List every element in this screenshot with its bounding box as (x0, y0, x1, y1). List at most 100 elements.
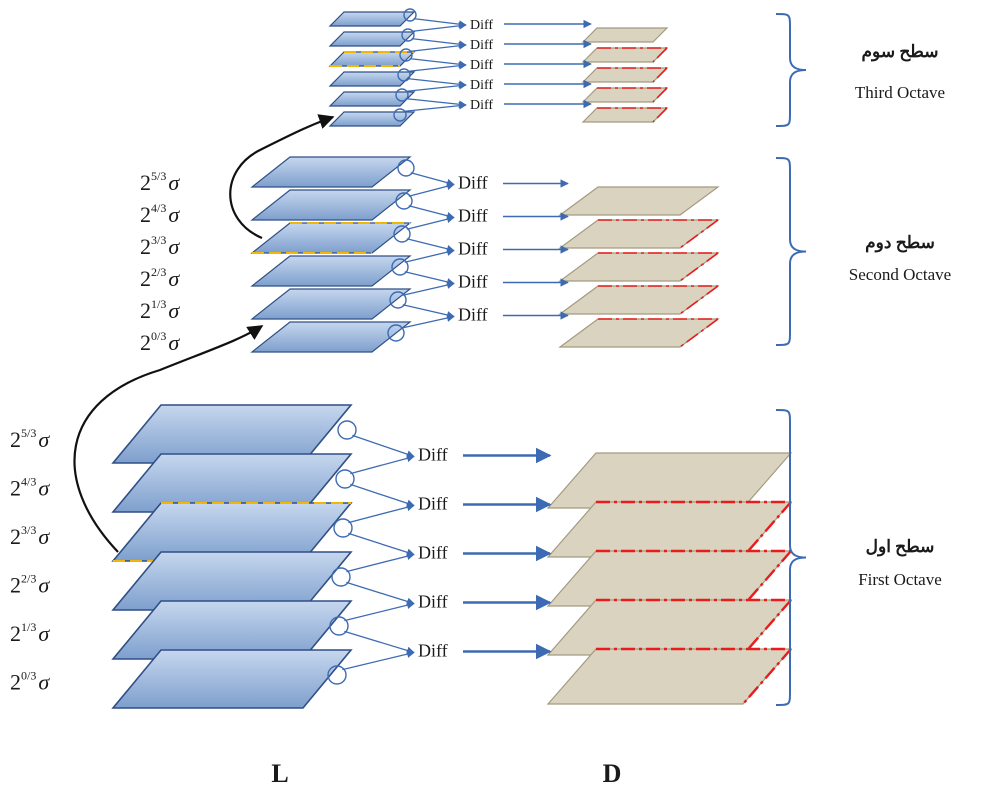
octave-3-dog-red-edge-side-1 (652, 47, 668, 63)
octave-3-dog-red-edge-side-3 (652, 87, 668, 103)
octave-2-dog-layer-0 (558, 186, 720, 216)
octave-3-dog-layer-0 (581, 27, 669, 43)
octave-2-level-4-node (389, 291, 407, 309)
octave-1-dog-layer-2 (546, 550, 793, 607)
octave-1-persian-label: سطح اول (866, 537, 935, 557)
octave-2-level-0-node (397, 159, 415, 177)
octave-2-diff-label-3: Diff (458, 272, 488, 292)
difference-of-gaussian-stacks (546, 27, 793, 705)
diff-arrows: DiffDiffDiffDiffDiffDiffDiffDiffDiffDiff… (327, 8, 592, 685)
octave-3-gaussian-layer-3 (328, 71, 416, 87)
sigma-labels: 25/3σ 24/3σ 23/3σ 22/3σ 21/3σ 20/3σ 25/3σ 24/3σ… (10, 169, 180, 695)
octave-1-sigma-1: 24/3σ (10, 475, 50, 501)
octave-1-dog-red-edge-side-1 (742, 501, 792, 558)
octave-1-english-label: First Octave (858, 570, 942, 589)
octave-1-level-4-node (329, 616, 349, 636)
octave-1-connector-b-0 (350, 454, 415, 475)
octave-2-sigma-3: 22/3σ (140, 265, 180, 291)
octave-3-connector-a-1 (411, 37, 467, 49)
octave-2-level-3-node (391, 258, 409, 276)
octave-2-gaussian-layer-4 (250, 288, 412, 320)
octave-2-connector-b-2 (404, 248, 455, 263)
octave-1-sigma-3: 22/3σ (10, 572, 50, 598)
octave-1-diff-label-3: Diff (418, 592, 448, 612)
octave-2-gaussian-layer-0 (250, 156, 412, 188)
difference-column-label: D (603, 759, 622, 788)
octave-1-dog-layer-4 (546, 648, 793, 705)
octave-2-dog-red-edge-side-1 (679, 219, 719, 249)
octave-1-sigma-0: 25/3σ (10, 426, 50, 452)
octave-2-level-2-node (393, 225, 411, 243)
octave-1-level-0-node (337, 420, 357, 440)
octave-braces (775, 13, 807, 706)
octave-2-sigma-5: 20/3σ (140, 329, 180, 355)
octave-3-diff-label-2: Diff (470, 58, 493, 73)
octave-3-level-3-node (397, 68, 411, 82)
octave-1-level-1-node (335, 469, 355, 489)
octave-3-brace (775, 13, 807, 127)
octave-2-dog-red-edge-side-4 (679, 318, 719, 348)
octave-3-dog-layer-4 (581, 107, 669, 123)
octave-2-sigma-0: 25/3σ (140, 169, 180, 195)
octave-2-level-1-node (395, 192, 413, 210)
octave-3-persian-label: سطح سوم (862, 42, 939, 62)
octave-1-diff-label-1: Diff (418, 494, 448, 514)
octave-1-sigma-4: 21/3σ (10, 620, 50, 646)
octave-1-diff-label-2: Diff (418, 543, 448, 563)
octave-3-english-label: Third Octave (855, 83, 945, 102)
octave-3-diff-label-0: Diff (470, 18, 493, 33)
octave-1-dog-layer-1 (546, 501, 793, 558)
octave-2-connector-a-2 (406, 238, 455, 253)
octave-2-connector-b-1 (406, 215, 455, 230)
octave-2-sigma-2: 23/3σ (140, 233, 180, 259)
octave-3-dog-red-edge-side-4 (652, 107, 668, 123)
octave-2-diff-label-1: Diff (458, 206, 488, 226)
octave-3-connector-b-3 (405, 81, 467, 93)
octave-2-connector-b-4 (400, 314, 455, 329)
octave-3-connector-b-1 (409, 41, 467, 53)
octave-1-level-3-node (331, 567, 351, 587)
octave-1-connector-a-4 (344, 630, 415, 655)
octave-1-connector-a-3 (346, 581, 415, 606)
octave-2-english-label: Second Octave (849, 265, 951, 284)
octave-1-connector-a-0 (352, 434, 415, 458)
octave-2-level-5-node (387, 324, 405, 342)
octave-3-diff-label-3: Diff (470, 78, 493, 93)
octave-2-sigma-1: 24/3σ (140, 201, 180, 227)
octave-3-connector-b-0 (411, 21, 467, 33)
octave-3-connector-b-4 (403, 101, 467, 113)
octave-2-dog-layer-1 (558, 219, 720, 249)
octave-3-dog-red-edge-side-2 (652, 67, 668, 83)
octave-2-brace (775, 157, 807, 346)
octave-1-connector-b-1 (348, 503, 415, 524)
octave-3-level-0-node (403, 8, 417, 22)
octave-1-connector-a-2 (348, 532, 415, 557)
octave-2-gaussian-layer-3 (250, 255, 412, 287)
octave-1-connector-b-3 (344, 601, 415, 622)
octave-transition-arrows (73, 114, 335, 553)
octave-1-dog-red-edge-side-4 (742, 648, 792, 705)
octave-3-gaussian-layer-5 (328, 111, 416, 127)
octave-3-dog-layer-1 (581, 47, 669, 63)
octave-2-gaussian-layer-5 (250, 321, 412, 353)
octave-1-connector-b-4 (342, 650, 415, 671)
octave-1-sigma-5: 20/3σ (10, 669, 50, 695)
octave-1-to-2-transition-arrow (73, 325, 264, 553)
octave-3-dog-layer-2 (581, 67, 669, 83)
octave-2-sigma-4: 21/3σ (140, 297, 180, 323)
octave-2-diff-label-0: Diff (458, 173, 488, 193)
octave-2-gaussian-layer-1 (250, 189, 412, 221)
octave-3-connector-a-4 (405, 97, 467, 109)
octave-2-dog-red-edge-side-3 (679, 285, 719, 315)
octave-3-level-5-node (393, 108, 407, 122)
gaussian-column-label: L (271, 759, 288, 788)
octave-2-dog-layer-3 (558, 285, 720, 315)
octave-1-level-2-node (333, 518, 353, 538)
octave-1-level-5-node (327, 665, 347, 685)
octave-2-connector-b-0 (408, 182, 455, 197)
octave-2-diff-label-4: Diff (458, 305, 488, 325)
octave-1-diff-label-0: Diff (418, 445, 448, 465)
octave-2-dog-layer-2 (558, 252, 720, 282)
octave-1-sigma-2: 23/3σ (10, 523, 50, 549)
